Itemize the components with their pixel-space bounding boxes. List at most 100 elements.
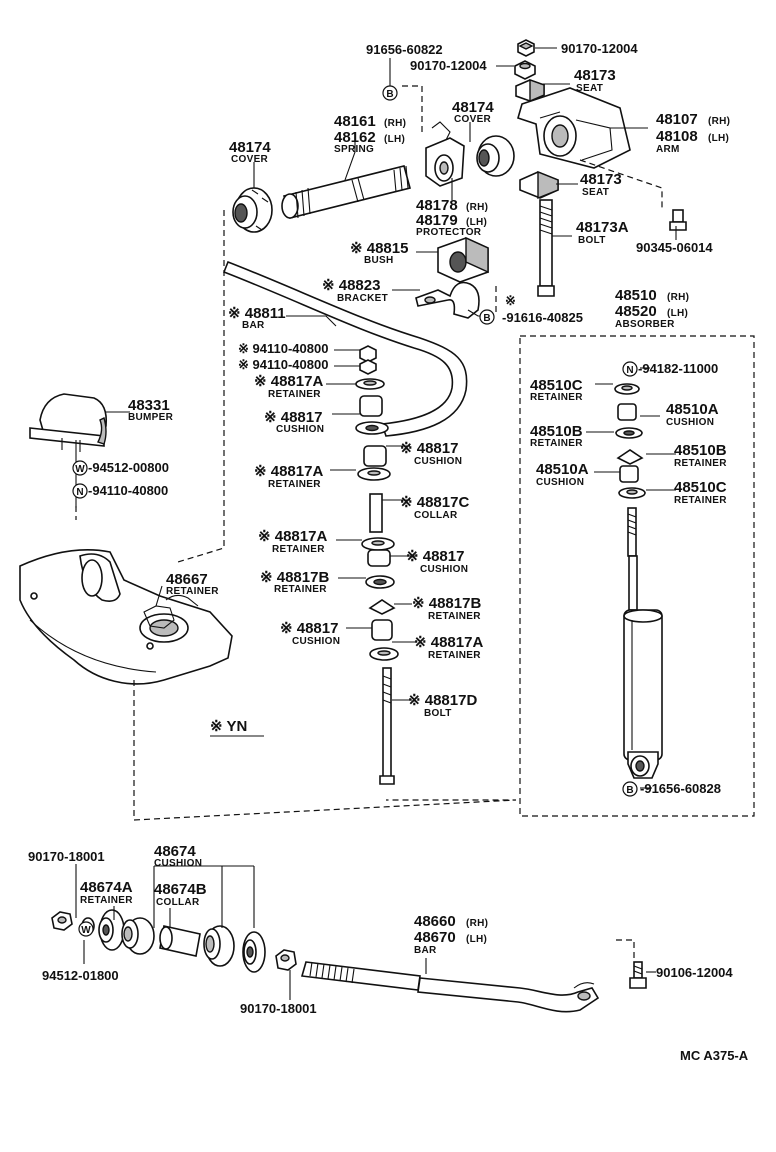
part-label[interactable]: ※ 48817A RETAINER	[254, 373, 323, 400]
part-label[interactable]: 94512-01800	[42, 968, 119, 983]
part-label[interactable]: ※ 48817D BOLT	[408, 692, 477, 719]
part-label[interactable]: 48510C RETAINER	[674, 479, 727, 506]
part-number: -91616-40825	[502, 310, 583, 325]
part-description: BUMPER	[128, 412, 174, 423]
part-number: ※ 48817	[400, 440, 458, 457]
part-label[interactable]: 91656-60822	[366, 42, 443, 57]
part-label[interactable]: N -94182-11000	[622, 361, 718, 377]
part-description: RETAINER	[428, 611, 481, 622]
part-label[interactable]: 48331 BUMPER	[128, 397, 174, 423]
part-label[interactable]: 90170-18001	[240, 1001, 317, 1016]
part-label[interactable]: 90170-12004	[410, 58, 487, 73]
part-label[interactable]: 48510 (RH) 48520 (LH) ABSORBER	[615, 287, 689, 330]
part-label[interactable]: ※ 48817A RETAINER	[414, 634, 483, 661]
part-label[interactable]: 48667 RETAINER	[166, 571, 219, 597]
part-number: -94110-40800	[88, 483, 168, 498]
circled-b-icon: B	[479, 309, 495, 325]
part-number: 48108	[656, 128, 698, 145]
part-number: 91656-60822	[366, 42, 443, 57]
part-label[interactable]: 48510A CUSHION	[666, 401, 719, 428]
protector-icon	[425, 121, 465, 187]
bracket-icon	[415, 281, 480, 319]
part-description: BAR	[414, 945, 437, 956]
circled-n-icon: N	[72, 483, 88, 499]
part-label[interactable]: 48173 SEAT	[574, 67, 616, 94]
part-number: 48179	[416, 212, 458, 229]
part-number: ※ 48815	[350, 240, 408, 257]
part-label[interactable]: 48173 SEAT	[580, 171, 622, 198]
part-description: PROTECTOR	[416, 227, 482, 238]
part-label[interactable]: 90170-18001	[28, 849, 105, 864]
part-label[interactable]: 48161 (RH) 48162 (LH) SPRING	[334, 113, 406, 155]
part-number: 48510C	[674, 479, 727, 496]
svg-text:N: N	[626, 365, 633, 376]
part-label[interactable]: 48174 COVER	[452, 99, 494, 125]
part-number: ※ 48817B	[260, 569, 329, 586]
part-label[interactable]: 48174 COVER	[229, 139, 271, 165]
part-label[interactable]: 48674A RETAINER	[80, 879, 133, 906]
part-description: CUSHION	[154, 858, 202, 869]
cover-right-icon	[476, 135, 515, 177]
part-label[interactable]: 90106-12004	[656, 965, 733, 980]
part-label[interactable]: ※ B -91616-40825	[479, 293, 583, 325]
part-label[interactable]: 48510B RETAINER	[530, 423, 583, 449]
part-label[interactable]: ※ 48817A RETAINER	[254, 463, 323, 490]
part-description: BAR	[242, 320, 265, 331]
part-description: SEAT	[582, 187, 609, 198]
illustration	[19, 39, 755, 1013]
part-label[interactable]: 48510B RETAINER	[674, 442, 727, 469]
part-label[interactable]: ※ 48817 CUSHION	[406, 548, 468, 575]
part-number: ※ 94110-40800	[238, 357, 328, 372]
lower-control-arm-icon	[19, 549, 233, 685]
part-label[interactable]: 48674B COLLAR	[154, 881, 207, 908]
part-label[interactable]: ※ 48817 CUSHION	[400, 440, 462, 467]
part-number: ※ 48811	[228, 305, 286, 322]
part-number: ※ 48817C	[400, 494, 469, 511]
part-number: 48161	[334, 113, 376, 130]
circled-n-icon: N	[622, 361, 638, 377]
part-label[interactable]: ※ 48817B RETAINER	[412, 595, 481, 622]
svg-text:W: W	[75, 464, 85, 475]
part-label[interactable]: 90345-06014	[636, 240, 713, 255]
part-label[interactable]: 90170-12004	[561, 41, 638, 56]
part-label[interactable]: 48660 (RH) 48670 (LH) BAR	[414, 913, 488, 956]
part-label[interactable]: ※ 48815 BUSH	[350, 240, 408, 266]
part-label[interactable]: ※ 94110-40800	[238, 357, 328, 372]
svg-text:W: W	[81, 925, 91, 936]
part-label[interactable]: 48178 (RH) 48179 (LH) PROTECTOR	[416, 197, 488, 238]
part-number: 48667	[166, 571, 208, 588]
part-label[interactable]: ※ 48817 CUSHION	[264, 409, 324, 435]
part-description: COLLAR	[414, 510, 458, 521]
stabilizer-bar-icon	[222, 260, 468, 437]
part-label[interactable]: ※ 48823 BRACKET	[322, 277, 388, 304]
seat-icon	[515, 79, 545, 103]
part-number: ※ 48817B	[412, 595, 481, 612]
part-label[interactable]: 48510A CUSHION	[536, 461, 589, 488]
part-number: -94182-11000	[638, 361, 718, 376]
part-label[interactable]: N -94110-40800	[72, 483, 168, 499]
part-description: CUSHION	[420, 564, 468, 575]
part-label[interactable]: 48107 (RH) 48108 (LH) ARM	[656, 111, 730, 155]
part-label[interactable]: B -91656-60828	[622, 781, 721, 797]
part-number: -94512-00800	[88, 460, 169, 475]
part-label[interactable]: ※ 48811 BAR	[228, 305, 286, 331]
part-label[interactable]: ※ 48817C COLLAR	[400, 494, 469, 521]
part-label[interactable]: ※ 48817B RETAINER	[260, 569, 329, 595]
small-bolt-icon	[669, 209, 687, 231]
part-label[interactable]: 48674 CUSHION	[154, 843, 202, 869]
svg-text:B: B	[626, 785, 633, 796]
part-label[interactable]: ※ 48817 CUSHION	[280, 620, 340, 647]
part-number: 48510B	[674, 442, 727, 459]
part-number: 48174	[229, 139, 271, 156]
part-label[interactable]: 48510C RETAINER	[530, 377, 583, 403]
part-suffix: (RH)	[667, 292, 689, 303]
part-label[interactable]: 48173A BOLT	[576, 219, 629, 246]
part-number: 48173A	[576, 219, 629, 236]
part-number: 48670	[414, 929, 456, 946]
part-number: ※ 48817	[280, 620, 338, 637]
asterisk-mark: ※	[505, 293, 516, 308]
part-label[interactable]: ※ 48817A RETAINER	[258, 528, 327, 555]
stabilizer-stack-icon	[355, 345, 399, 785]
part-label[interactable]: W -94512-00800	[72, 460, 169, 476]
part-label[interactable]: ※ 94110-40800	[238, 341, 328, 356]
